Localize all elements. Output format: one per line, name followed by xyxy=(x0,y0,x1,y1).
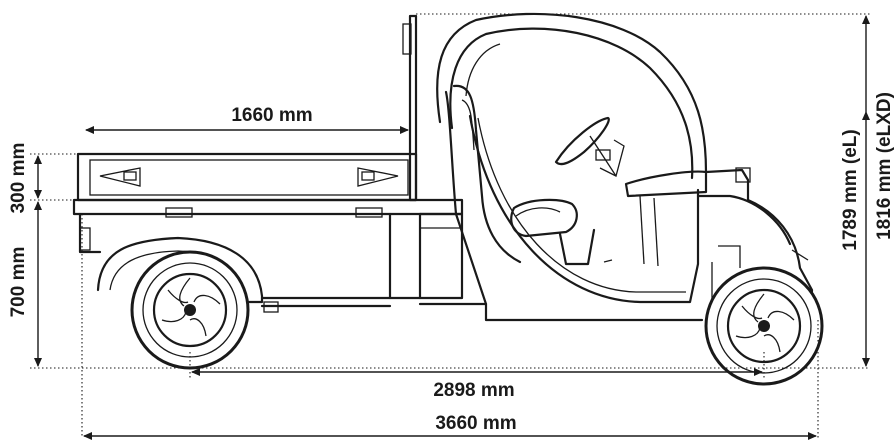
rear-fender xyxy=(96,236,264,304)
wheelbase-label: 2898 mm xyxy=(433,380,514,401)
cargo-bed xyxy=(72,152,464,300)
bed-height-label: 300 mm xyxy=(8,143,29,214)
ground-to-bed-label: 700 mm xyxy=(8,247,29,318)
bed-length-label: 1660 mm xyxy=(231,105,312,126)
cab-bulkhead xyxy=(408,14,418,202)
dimension-lines xyxy=(34,14,870,440)
dimension-labels: 1660 mm 300 mm 700 mm 1789 mm (eL) 1816 … xyxy=(8,92,895,434)
rear-wheel xyxy=(130,250,250,370)
front-wheel xyxy=(704,266,824,386)
utility-vehicle-drawing xyxy=(72,12,824,386)
height-elxd-label: 1816 mm (eLXD) xyxy=(874,92,895,240)
cab-canopy xyxy=(436,12,814,324)
overall-length-label: 3660 mm xyxy=(435,413,516,434)
height-el-label: 1789 mm (eL) xyxy=(840,129,861,250)
